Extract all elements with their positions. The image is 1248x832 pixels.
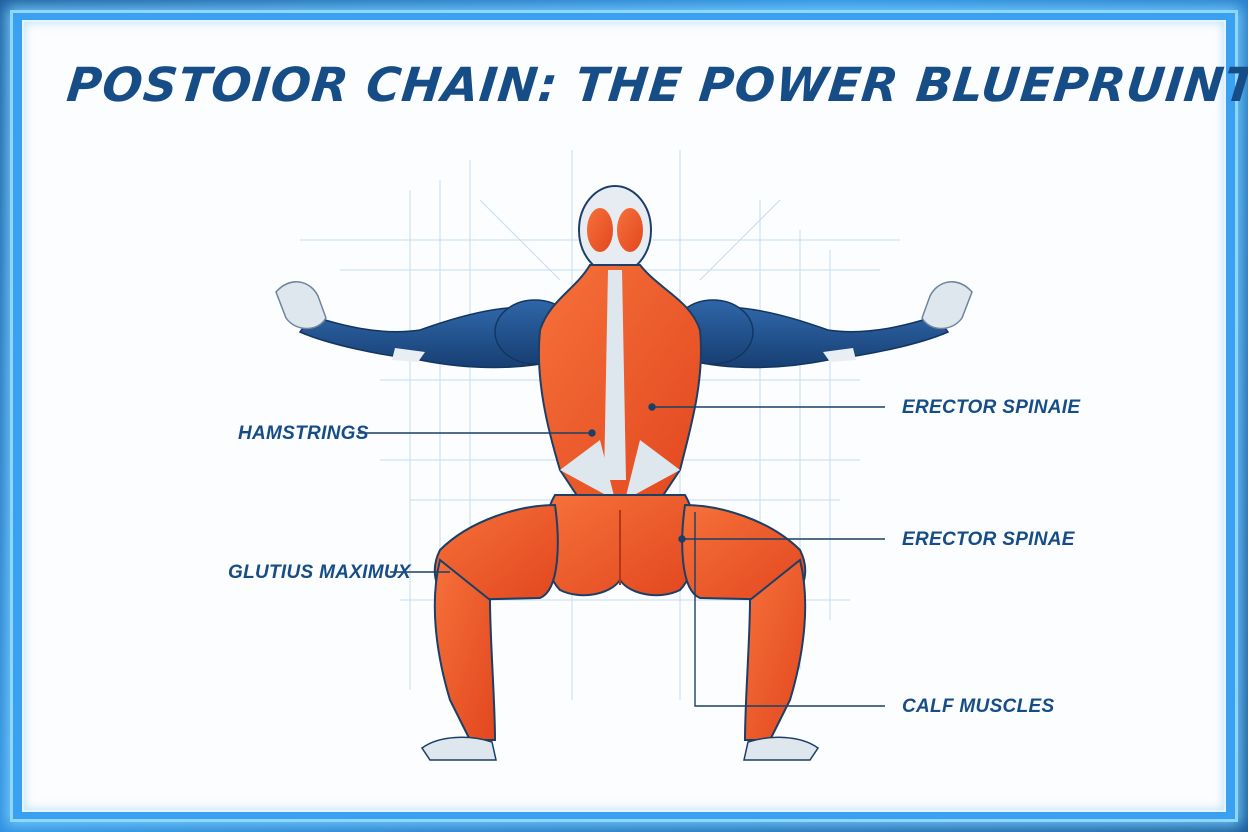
label-glutius-maximux: GLUTIUS MAXIMUX bbox=[228, 562, 411, 583]
glutes bbox=[543, 494, 697, 597]
left-arm bbox=[275, 281, 561, 369]
right-arm bbox=[687, 281, 973, 369]
label-erector-spinaie: ERECTOR SPINAIE bbox=[902, 397, 1081, 418]
head bbox=[578, 185, 652, 275]
label-hamstrings: HAMSTRINGS bbox=[238, 423, 369, 444]
back-muscles bbox=[537, 264, 702, 501]
right-leg bbox=[681, 503, 820, 761]
left-leg bbox=[420, 503, 559, 761]
leader-calf bbox=[694, 512, 885, 707]
label-calf-muscles: CALF MUSCLES bbox=[902, 696, 1055, 717]
label-erector-spinae: ERECTOR SPINAE bbox=[902, 529, 1075, 550]
leader-lines bbox=[358, 403, 885, 707]
